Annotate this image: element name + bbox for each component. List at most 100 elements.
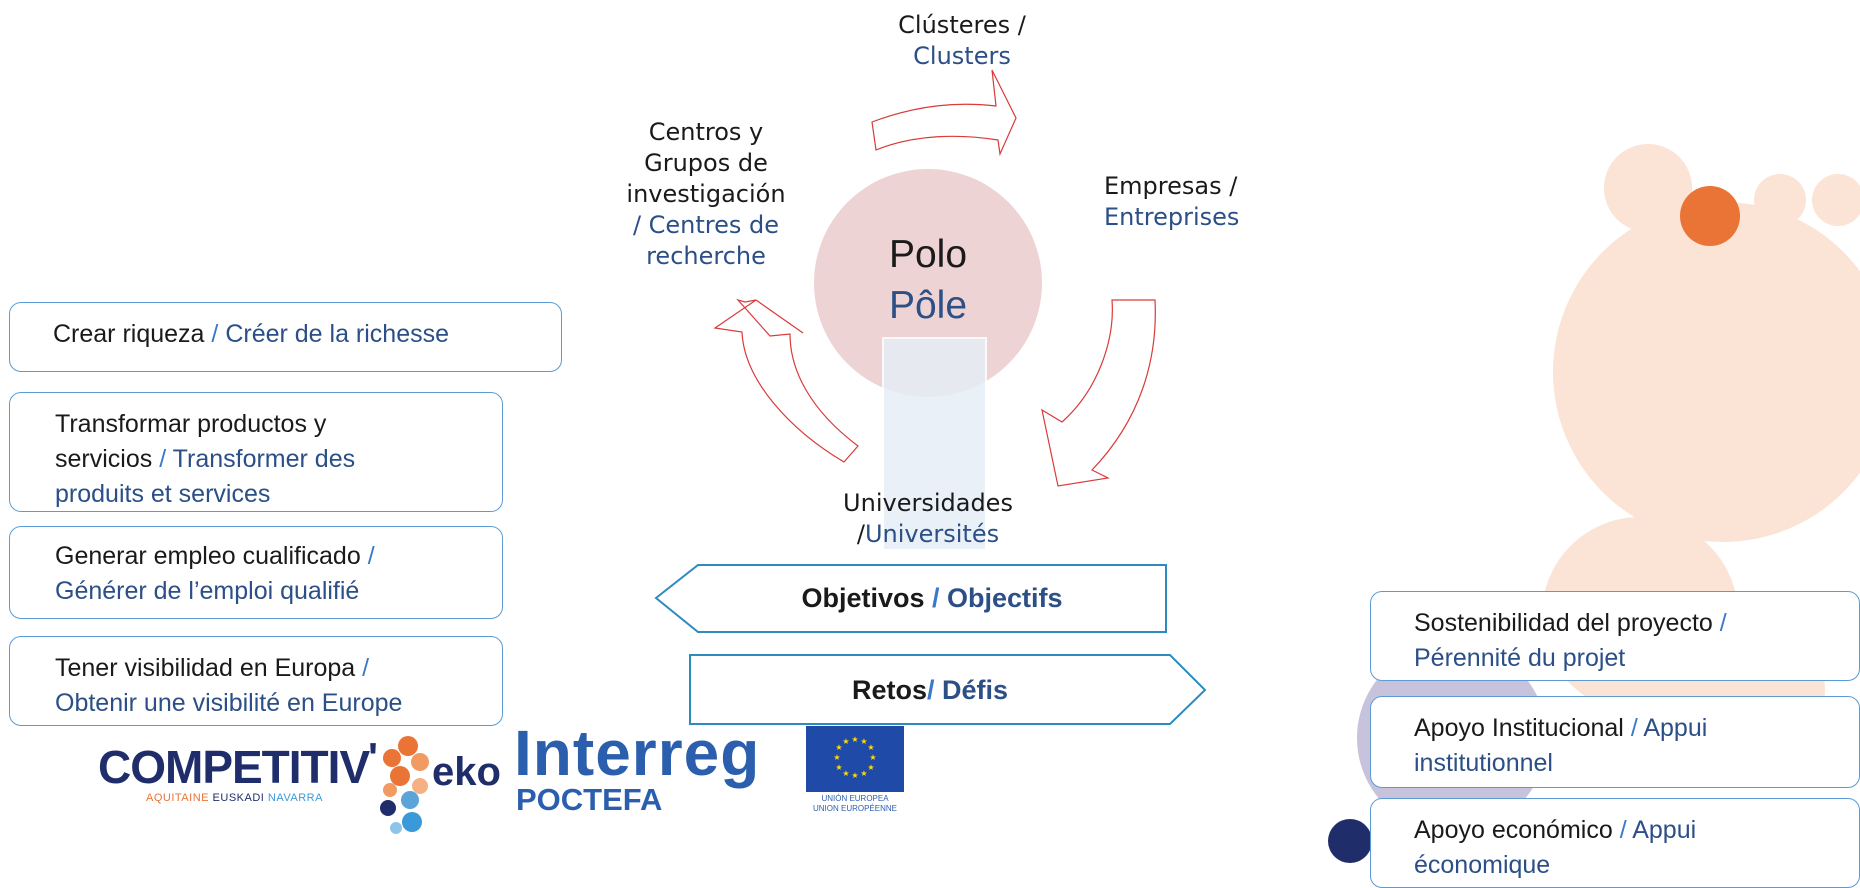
objective-item-fr: Créer de la richesse [225,320,450,348]
svg-text:★: ★ [851,771,858,780]
region-navarra: NAVARRA [267,792,323,804]
svg-text:★: ★ [860,737,867,746]
challenge-item-fr2: économique [1414,851,1551,879]
competitiveko-logo-suffix: eko [432,750,501,794]
competitiveko-logo: COMPETITIV ' eko AQUITAINE EUSKADI NAVAR… [96,728,501,848]
challenge-item-sep: / [1630,714,1638,742]
node-universidades-sep: / [856,520,865,548]
svg-text:★: ★ [860,769,867,778]
interreg-logo-sub: POCTEFA [516,782,663,817]
objectives-label-es: Objetivos [801,583,925,613]
objective-item-sep: / [367,542,375,570]
node-centros-fr2: recherche [646,242,766,270]
objective-item-es: Generar empleo cualificado [55,542,361,570]
competitiveko-logo-apostrophe: ' [368,734,378,781]
node-centros-es2: Grupos de [644,149,768,177]
node-centros-es1: Centros y [648,118,764,146]
eu-logo-line1: UNIÓN EUROPEA [821,794,889,803]
node-centros-fr1: / Centres de [632,211,780,239]
challenge-item-es: Apoyo Institucional [1414,714,1624,742]
svg-text:★: ★ [869,753,876,762]
challenge-item-fr: Pérennité du projet [1414,644,1626,672]
navy-circle [1328,819,1372,863]
interreg-logo: Interreg POCTEFA [514,718,794,818]
arrow-right [1041,299,1156,487]
node-clusters: Clústeres / Clusters [862,10,1062,72]
objective-item: Transformar productos y servicios / Tran… [9,392,503,512]
svg-text:★: ★ [867,763,874,772]
objective-item-text: Generar empleo cualificado / Générer de … [55,539,375,609]
region-aquitaine: AQUITAINE [146,792,209,804]
objective-item-fr: Obtenir une visibilité en Europe [55,689,403,717]
svg-text:★: ★ [842,737,849,746]
node-empresas-es: Empresas / [1104,172,1238,200]
objective-item-sep: / [211,320,219,348]
challenge-item-fr2: institutionnel [1414,749,1553,777]
svg-text:★: ★ [835,743,842,752]
overlay-rectangle [882,337,987,551]
node-universidades-es: Universidades [843,489,1013,517]
challenges-label-es: Retos [851,675,927,705]
challenge-item-text: Apoyo económico / Appui économique [1414,813,1696,883]
challenge-item-text: Apoyo Institucional / Appui institutionn… [1414,711,1707,781]
arrow-left [713,298,859,463]
eu-logo-text: UNIÓN EUROPEA UNION EUROPÉENNE [796,794,914,814]
node-clusters-es: Clústeres / [898,11,1026,39]
objective-item: Generar empleo cualificado / Générer de … [9,526,503,619]
objective-item-text: Transformar productos y servicios / Tran… [55,407,355,512]
eu-logo-line2: UNION EUROPÉENNE [812,804,897,813]
challenge-item-sep: / [1619,816,1627,844]
challenge-item-fr: Appui [1632,816,1697,844]
challenge-item-es: Sostenibilidad del proyecto [1414,609,1713,637]
objective-item: Crear riqueza / Créer de la richesse [9,302,562,372]
arrow-left-head-edge [755,299,804,334]
challenge-item: Sostenibilidad del proyecto / Pérennité … [1370,591,1860,681]
challenge-item-es: Apoyo económico [1414,816,1613,844]
orange-circle [1680,186,1740,246]
challenges-arrow-shape [689,654,1207,725]
objective-item-es2: servicios [55,445,153,473]
interreg-logo-main: Interreg [514,717,761,789]
eu-logo: ★★★ ★★★ ★★★ ★★★ UNIÓN EUROPEA UNION EURO… [796,726,916,826]
challenges-label-fr: Défis [942,675,1009,705]
challenge-item: Apoyo Institucional / Appui institutionn… [1370,696,1860,788]
challenge-item: Apoyo económico / Appui économique [1370,798,1860,888]
arrow-top [871,69,1017,157]
challenge-item-fr: Appui [1643,714,1708,742]
objective-item-es: Transformar productos y [55,410,327,438]
svg-text:★: ★ [833,753,840,762]
objectives-label: Objetivos / Objectifs [698,580,1166,616]
competitiveko-dots-icon [380,736,429,834]
region-euskadi: EUSKADI [212,792,265,804]
objective-item-fr: Transformer des [172,445,356,473]
node-clusters-fr: Clusters [913,42,1011,70]
svg-text:★: ★ [842,769,849,778]
challenges-label-sep: / [926,675,942,705]
challenge-item-text: Sostenibilidad del proyecto / Pérennité … [1414,606,1727,676]
center-label: Polo Pôle [868,229,988,331]
competitiveko-regions: AQUITAINE EUSKADI NAVARRA [146,792,323,804]
objective-item-fr2: produits et services [55,480,271,508]
objective-item-fr: Générer de l’emploi qualifié [55,577,360,605]
node-empresas: Empresas / Entreprises [1104,171,1264,233]
objectives-label-fr: Objectifs [947,583,1063,613]
objectives-label-sep: / [924,583,947,613]
node-centros: Centros y Grupos de investigación / Cent… [596,117,816,272]
svg-text:★: ★ [851,735,858,744]
node-universidades: Universidades /Universités [828,488,1028,550]
objective-item-text: Tener visibilidad en Europa / Obtenir un… [55,651,402,721]
node-empresas-fr: Entreprises [1104,203,1240,231]
eu-flag-icon: ★★★ ★★★ ★★★ ★★★ [806,726,904,792]
node-universidades-fr: Universités [864,520,1000,548]
svg-text:★: ★ [835,763,842,772]
objective-item-sep: / [159,445,167,473]
objective-item-text: Crear riqueza / Créer de la richesse [53,317,449,352]
objective-item-es: Crear riqueza [53,320,205,348]
center-label-es: Polo [888,233,968,276]
node-centros-es3: investigación [626,180,786,208]
center-label-fr: Pôle [888,284,968,327]
objective-item-es: Tener visibilidad en Europa [55,654,356,682]
challenge-item-sep: / [1719,609,1727,637]
